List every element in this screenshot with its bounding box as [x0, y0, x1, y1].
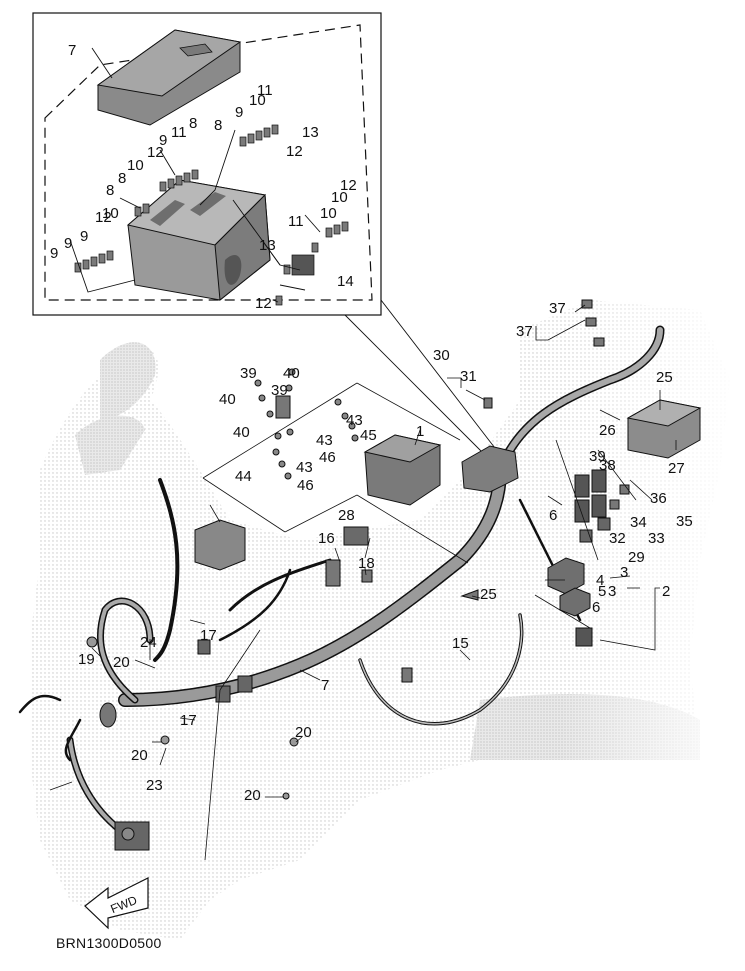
callout-7: 7 — [68, 42, 76, 59]
callout-18: 18 — [358, 555, 375, 572]
callout-11: 11 — [257, 82, 273, 99]
callout-40: 43 — [346, 412, 363, 429]
callout-6: 6 — [592, 599, 600, 616]
main-harness — [18, 325, 665, 834]
callout-12: 12 — [147, 144, 164, 161]
callout-34: 36 — [650, 490, 667, 507]
callout-2: 2 — [662, 583, 670, 600]
callout-41: 45 — [360, 427, 377, 444]
callout-8: 8 — [189, 115, 197, 132]
inset-leaders — [69, 47, 321, 303]
callout-labels: 7 8 9 10 11 13 12 12 9 11 8 10 8 8 12 10… — [50, 42, 693, 804]
callout-9: 9 — [50, 245, 58, 262]
fusebox-body — [126, 179, 271, 301]
callout-30: 32 — [609, 530, 626, 547]
callout-10: 10 — [320, 205, 337, 222]
callout-14: 14 — [337, 273, 354, 290]
callout-3: 3 — [608, 583, 616, 600]
callout-40: 43 — [316, 432, 333, 449]
callout-7: 7 — [321, 677, 329, 694]
callout-41: 46 — [297, 477, 314, 494]
callout-20: 20 — [244, 787, 261, 804]
callout-3: 3 — [620, 564, 628, 581]
callout-39: 40 — [219, 391, 236, 408]
callout-8: 8 — [106, 182, 114, 199]
callout-13: 13 — [259, 237, 276, 254]
callout-15: 15 — [452, 635, 469, 652]
callout-11: 11 — [171, 124, 187, 141]
callout-19: 19 — [78, 651, 95, 668]
components — [86, 299, 702, 851]
callout-20: 20 — [295, 724, 312, 741]
callout-25: 27 — [668, 460, 685, 477]
callout-27: 30 — [433, 347, 450, 364]
callout-39: 40 — [233, 424, 250, 441]
callout-17: 17 — [200, 627, 217, 644]
callout-39: 40 — [283, 365, 300, 382]
callout-24: 25 — [656, 369, 673, 386]
callout-12: 12 — [95, 209, 112, 226]
callout-9: 9 — [159, 132, 167, 149]
callout-12: 12 — [340, 177, 357, 194]
callout-28: 31 — [460, 368, 477, 385]
callout-17: 17 — [180, 712, 197, 729]
leader-lines — [49, 304, 677, 861]
callout-22: 24 — [140, 634, 157, 651]
callout-25: 26 — [599, 422, 616, 439]
callout-16: 16 — [318, 530, 335, 547]
fuse-group — [74, 124, 349, 306]
callout-12: 12 — [286, 143, 303, 160]
callout-11: 11 — [288, 213, 304, 230]
callout-12: 12 — [255, 295, 272, 312]
inset-to-box-line — [344, 314, 491, 461]
callout-37: 39 — [589, 448, 606, 465]
callout-20: 20 — [131, 747, 148, 764]
inset-to-box-line-2 — [380, 299, 499, 453]
callout-10: 10 — [102, 205, 119, 222]
callout-6: 6 — [549, 507, 557, 524]
callout-33: 35 — [676, 513, 693, 530]
callout-20: 20 — [113, 654, 130, 671]
callout-1: 1 — [416, 423, 424, 440]
callout-40: 44 — [235, 468, 252, 485]
callout-35: 37 — [516, 323, 533, 340]
callout-36: 37 — [549, 300, 566, 317]
callout-8: 8 — [214, 117, 222, 134]
callout-21: 23 — [146, 777, 163, 794]
callout-37: 38 — [599, 457, 616, 474]
callout-10: 10 — [127, 157, 144, 174]
callout-38: 39 — [271, 382, 288, 399]
callout-26: 28 — [338, 507, 355, 524]
callout-29: 29 — [628, 549, 645, 566]
callout-13: 13 — [302, 124, 319, 141]
callout-31: 33 — [648, 530, 665, 547]
callout-9: 9 — [80, 228, 88, 245]
callout-41: 46 — [319, 449, 336, 466]
callout-5: 5 — [598, 583, 606, 600]
callout-39: 39 — [240, 365, 257, 382]
callout-10: 10 — [249, 92, 266, 109]
fwd-arrow-icon: FWD — [84, 877, 149, 930]
callout-9: 9 — [64, 235, 72, 252]
diagram-id-caption: BRN1300D0500 — [56, 935, 162, 951]
callout-10: 10 — [331, 189, 348, 206]
callout-9: 9 — [235, 104, 243, 121]
callout-32: 34 — [630, 514, 647, 531]
callout-40: 43 — [296, 459, 313, 476]
fusebox-cover — [96, 29, 242, 126]
callout-8: 8 — [118, 170, 126, 187]
callout-23: 25 — [480, 586, 497, 603]
callout-4: 4 — [596, 572, 604, 589]
